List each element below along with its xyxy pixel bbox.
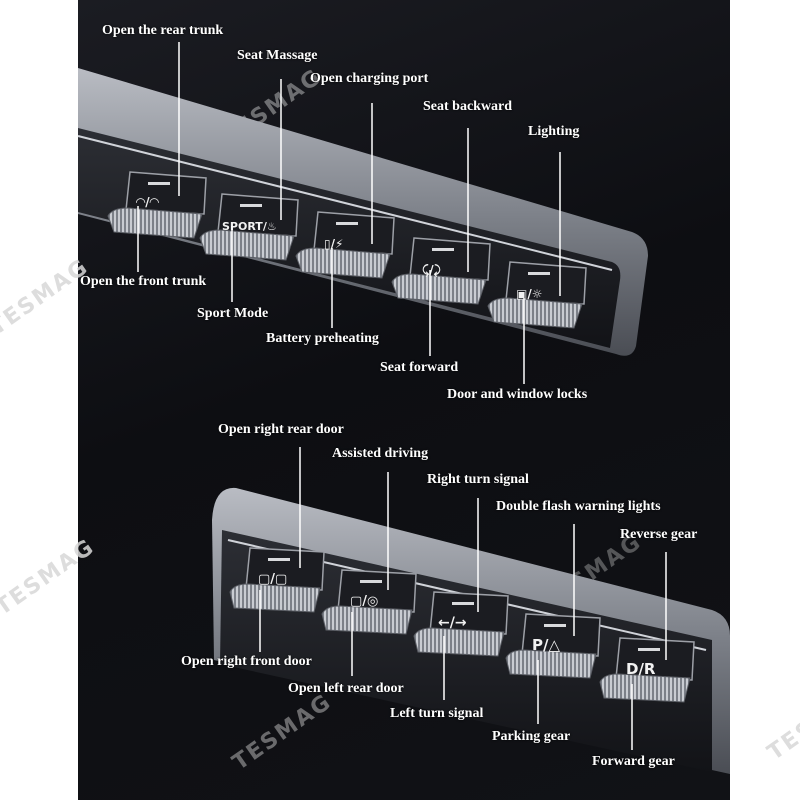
label-reverse-gear: Reverse gear: [620, 527, 698, 542]
label-open-right-rear-door: Open right rear door: [218, 422, 344, 437]
label-open-rear-trunk: Open the rear trunk: [102, 23, 224, 38]
svg-text:▢/▢: ▢/▢: [258, 572, 287, 587]
bottom-button-1[interactable]: ▢/▢: [229, 547, 325, 613]
top-button-3[interactable]: ▯/⚡: [295, 211, 395, 279]
label-open-left-rear-door: Open left rear door: [288, 681, 404, 696]
svg-text:▣/☼: ▣/☼: [516, 287, 542, 301]
label-door-window-locks: Door and window locks: [447, 387, 588, 402]
top-button-4[interactable]: ⤹/⤸: [391, 237, 491, 305]
bottom-button-3[interactable]: ←/→: [413, 591, 509, 657]
label-forward-gear: Forward gear: [592, 754, 675, 769]
svg-text:▢/◎: ▢/◎: [350, 594, 378, 609]
label-parking-gear: Parking gear: [492, 729, 571, 744]
top-button-2[interactable]: SPORT/♨: [199, 193, 299, 261]
label-open-charging-port: Open charging port: [310, 71, 429, 86]
label-lighting: Lighting: [528, 124, 580, 139]
label-seat-backward: Seat backward: [423, 99, 513, 114]
svg-text:◠/◠: ◠/◠: [136, 195, 159, 209]
svg-text:←/→: ←/→: [438, 615, 467, 631]
top-button-5[interactable]: ▣/☼: [487, 261, 587, 329]
label-battery-preheating: Battery preheating: [266, 331, 379, 346]
label-double-flash-warning: Double flash warning lights: [496, 499, 661, 514]
label-right-turn-signal: Right turn signal: [427, 472, 529, 487]
label-seat-massage: Seat Massage: [237, 48, 318, 63]
label-open-right-front-door: Open right front door: [181, 654, 312, 669]
label-sport-mode: Sport Mode: [197, 306, 269, 321]
svg-text:SPORT/♨: SPORT/♨: [222, 220, 277, 233]
svg-text:P/△: P/△: [532, 636, 560, 654]
bottom-button-5[interactable]: D/R: [599, 637, 695, 703]
bottom-button-2[interactable]: ▢/◎: [321, 569, 417, 635]
bottom-button-4[interactable]: P/△: [505, 613, 601, 679]
label-assisted-driving: Assisted driving: [332, 446, 429, 461]
label-open-front-trunk: Open the front trunk: [80, 274, 207, 289]
label-seat-forward: Seat forward: [380, 360, 459, 375]
svg-text:D/R: D/R: [626, 660, 656, 678]
label-left-turn-signal: Left turn signal: [390, 706, 484, 721]
svg-text:▯/⚡: ▯/⚡: [324, 237, 343, 251]
top-button-1[interactable]: ◠/◠: [107, 171, 207, 239]
svg-text:⤹/⤸: ⤹/⤸: [421, 263, 442, 278]
callout-lines: [137, 42, 667, 750]
